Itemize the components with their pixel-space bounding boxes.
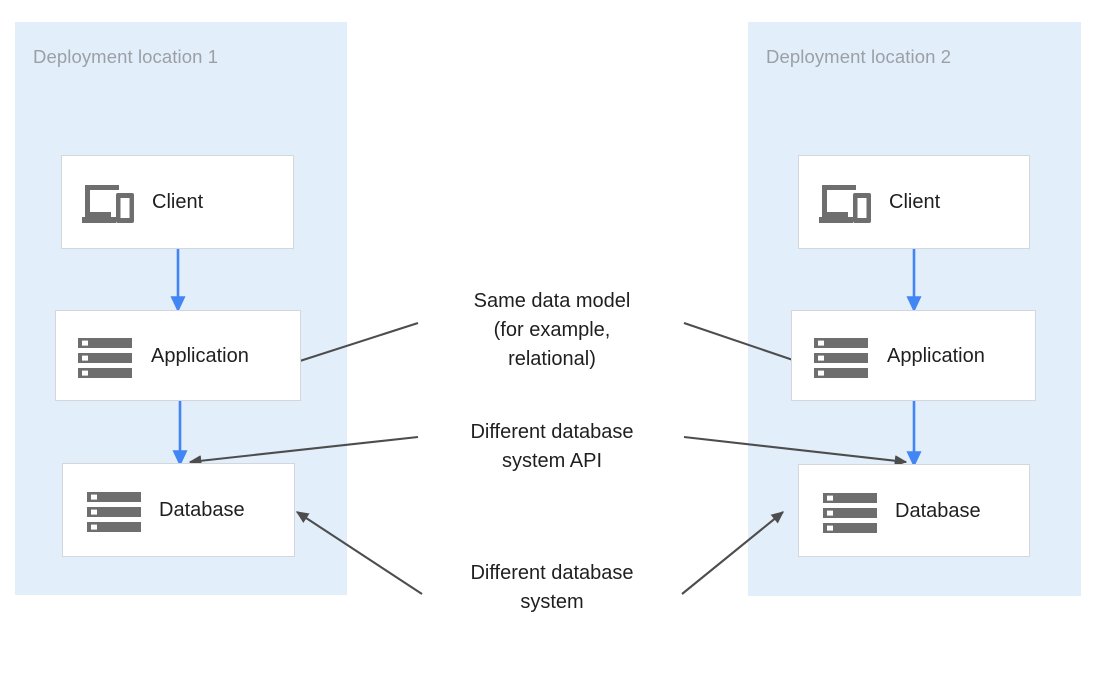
annotation-different-database-system-api: Different database system API [470,421,634,472]
node-label: Database [159,499,245,521]
node-label: Application [887,345,985,367]
node-label: Database [895,500,981,522]
annotation-different-database-system: Different database system [470,562,634,613]
node-label: Client [889,191,941,213]
node-label: Application [151,345,249,367]
server-stack-icon [823,493,877,533]
devices-icon [82,185,134,223]
server-stack-icon [814,338,868,378]
node-application-location-2[interactable]: Application [791,310,1036,401]
server-stack-icon [78,338,132,378]
deployment-location-1-title: Deployment location 1 [33,46,219,67]
deployment-location-2-title: Deployment location 2 [766,46,952,67]
annotation-same-data-model: Same data model (for example, relational… [473,290,631,370]
node-client-location-1[interactable]: Client [61,155,294,249]
node-client-location-2[interactable]: Client [798,155,1030,249]
server-stack-icon [87,492,141,532]
node-application-location-1[interactable]: Application [55,310,301,401]
node-database-location-2[interactable]: Database [798,464,1030,557]
node-label: Client [152,191,204,213]
node-database-location-1[interactable]: Database [62,463,295,557]
devices-icon [819,185,871,223]
